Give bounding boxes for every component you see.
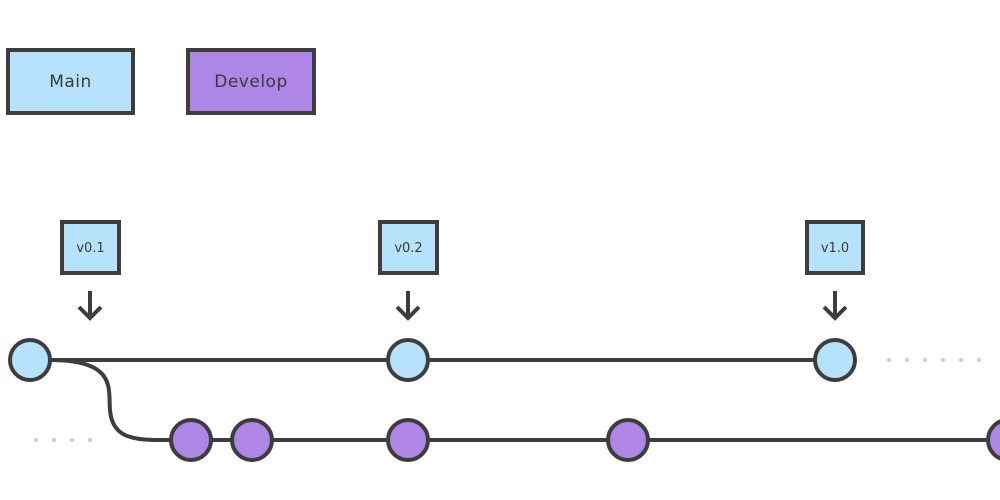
tag-v0-1-label: v0.1: [76, 241, 104, 256]
tag-v0-2-label: v0.2: [394, 241, 422, 256]
main-commit: [386, 338, 430, 382]
tag-v1-0-label: v1.0: [821, 241, 849, 256]
develop-commit: [986, 419, 1000, 461]
develop-commit: [169, 418, 213, 462]
tag-v1-0: v1.0: [805, 220, 865, 275]
develop-commit: [386, 418, 430, 462]
legend-main: Main: [6, 48, 135, 115]
develop-commit: [606, 418, 650, 462]
develop-fork-curve: [49, 358, 161, 442]
tag-v0-1: v0.1: [60, 220, 121, 275]
develop-leading-dots: [33, 437, 93, 443]
main-commit: [8, 338, 52, 382]
legend-main-label: Main: [49, 71, 92, 92]
main-commit: [813, 338, 857, 382]
tag-v0-2: v0.2: [378, 220, 439, 275]
arrow-down-icon: [395, 291, 421, 321]
legend-develop: Develop: [186, 48, 316, 115]
legend-develop-label: Develop: [214, 71, 288, 92]
arrow-down-icon: [822, 291, 848, 321]
develop-commit: [230, 418, 274, 462]
arrow-down-icon: [77, 291, 103, 321]
main-continuation-dots: [886, 357, 982, 363]
